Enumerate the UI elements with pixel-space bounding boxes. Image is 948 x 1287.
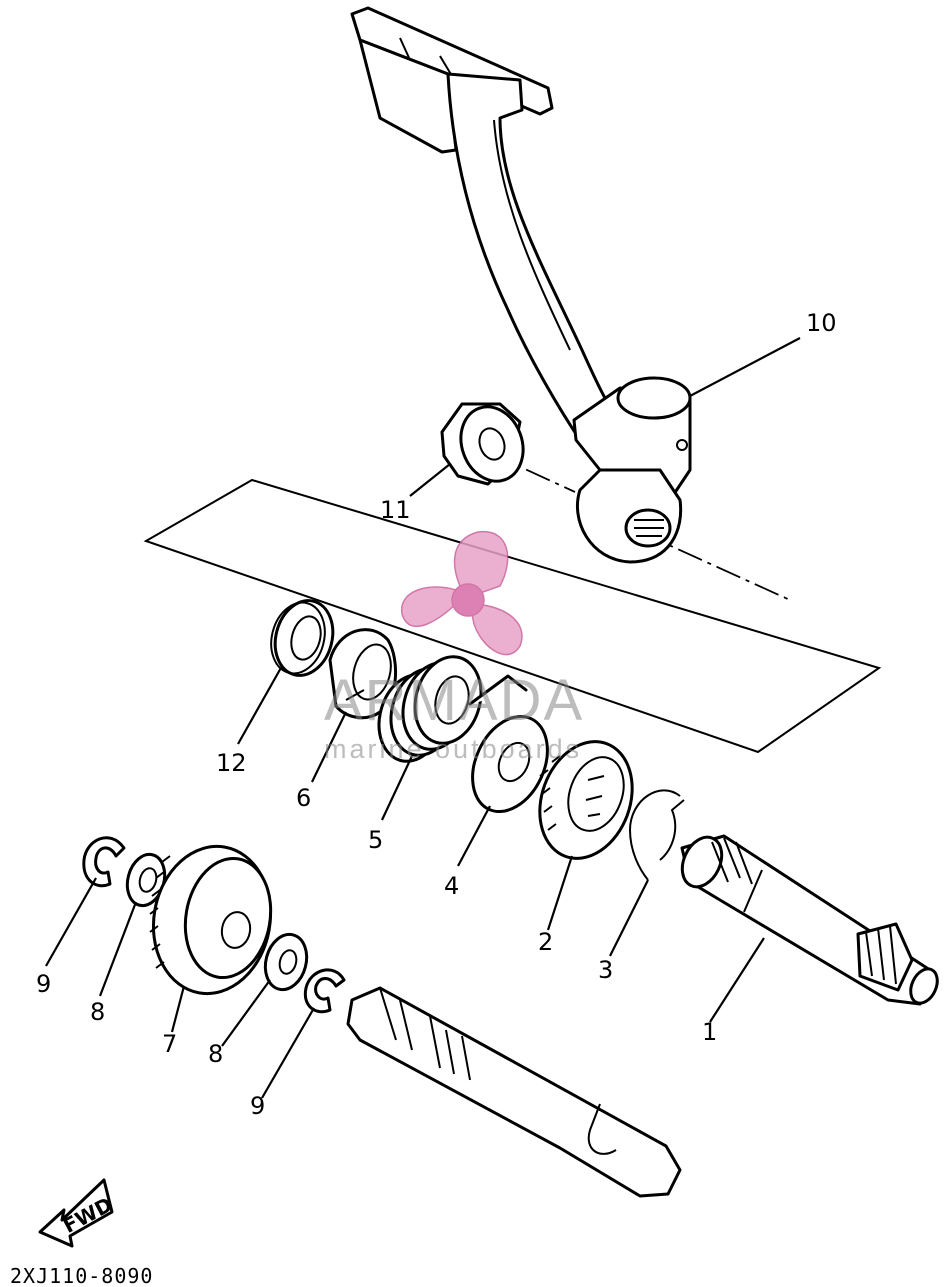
torsion-spring — [377, 655, 528, 763]
circlip-right — [303, 968, 346, 1014]
washer-right — [263, 932, 309, 992]
watermark: ARMADA marine outboards — [324, 531, 584, 764]
forward-direction-arrow: FWD — [38, 1178, 116, 1248]
watermark-brand: ARMADA — [324, 668, 584, 733]
callout-11: 11 — [380, 496, 411, 524]
callout-1: 1 — [702, 1018, 717, 1046]
main-shaft — [346, 986, 682, 1198]
callout-8-left: 8 — [90, 998, 105, 1026]
callout-9-right: 9 — [250, 1092, 265, 1120]
kick-ratchet — [538, 740, 634, 860]
drawing-code: 2XJ110-8090 — [10, 1264, 153, 1287]
callout-5: 5 — [368, 826, 383, 854]
watermark-subtitle: marine outboards — [324, 734, 582, 764]
kick-axle — [680, 834, 939, 1006]
leader-lines — [45, 337, 801, 1099]
spring-guide — [328, 628, 398, 720]
callout-8-right: 8 — [208, 1040, 223, 1068]
callout-9-left: 9 — [36, 970, 51, 998]
callout-10: 10 — [806, 309, 837, 337]
oil-seal — [270, 599, 335, 677]
callout-12: 12 — [216, 749, 247, 777]
callout-4: 4 — [444, 872, 459, 900]
circlip-left — [82, 836, 126, 888]
callout-2: 2 — [538, 928, 553, 956]
callout-labels: 10 11 12 6 5 4 2 3 1 9 8 7 8 9 — [36, 309, 837, 1120]
callout-6: 6 — [296, 784, 311, 812]
kick-idle-gear — [149, 844, 273, 996]
callout-3: 3 — [598, 956, 613, 984]
propeller-logo-icon — [401, 531, 523, 656]
kick-crank-lever — [350, 6, 692, 564]
spring-clip — [628, 789, 685, 881]
nut — [440, 402, 525, 486]
callout-7: 7 — [162, 1030, 177, 1058]
